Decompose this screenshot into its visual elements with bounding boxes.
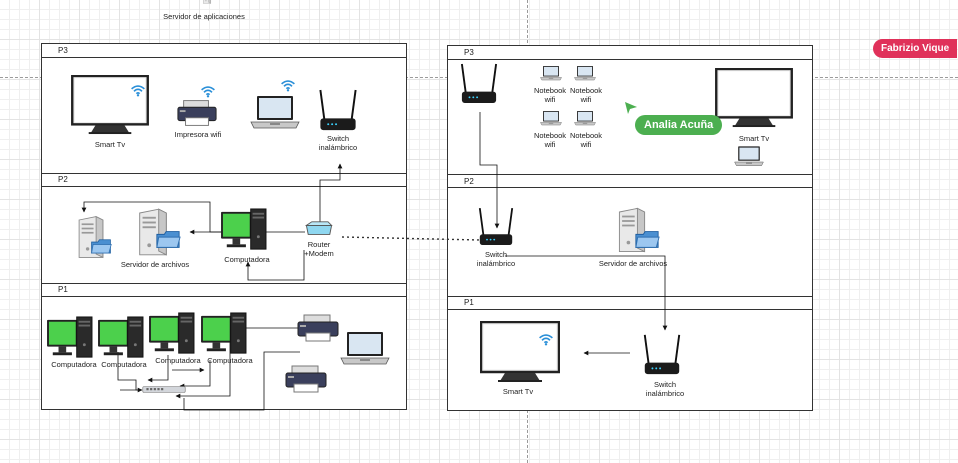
router-label: Router +Modem <box>304 240 334 258</box>
network-switch-icon[interactable] <box>142 385 186 394</box>
laptop-icon[interactable] <box>574 110 596 126</box>
printer-icon[interactable] <box>176 98 218 128</box>
notebook-label-4: Notebook wifi <box>569 131 603 149</box>
floor-label-p2: P2 <box>58 175 68 184</box>
tv-icon[interactable] <box>714 68 794 128</box>
wifi-icon <box>200 85 216 98</box>
smart-tv-label: Smart Tv <box>94 140 126 149</box>
switch-label: Switch inalámbrico <box>318 134 358 152</box>
floor-label-p1: P1 <box>464 298 474 307</box>
wifi-icon <box>280 79 296 92</box>
floor-label-p3: P3 <box>58 46 68 55</box>
smart-tv-label: Smart Tv <box>738 134 770 143</box>
notebook-label-1: Notebook wifi <box>533 86 567 104</box>
notebook-label-3: Notebook wifi <box>533 131 567 149</box>
router-icon[interactable] <box>304 220 334 238</box>
desktop-computer-icon[interactable] <box>220 208 268 252</box>
wireless-switch-icon[interactable] <box>318 88 358 133</box>
server-icon <box>196 0 218 4</box>
notebook-label-2: Notebook wifi <box>569 86 603 104</box>
laptop-icon[interactable] <box>540 110 562 126</box>
floor-label-p3: P3 <box>464 48 474 57</box>
collaborator-tag-fabrizio: Fabrizio Vique <box>873 39 958 58</box>
app-server-label: Servidor de aplicaciones <box>163 12 245 21</box>
cursor-icon <box>625 102 637 114</box>
printer-icon[interactable] <box>284 362 328 396</box>
printer-icon[interactable] <box>296 310 340 346</box>
collaborator-tag-analia: Analia Acuña <box>635 115 723 135</box>
wireless-switch-icon[interactable] <box>478 205 514 249</box>
floor-label-p2: P2 <box>464 177 474 186</box>
printer-label: Impresora wifi <box>174 130 222 139</box>
file-server-label: Servidor de archivos <box>120 260 190 269</box>
desktop-computer-icon[interactable] <box>148 312 196 356</box>
computer-label-2: Computadora <box>101 360 147 369</box>
computer-label-3: Computadora <box>155 356 201 365</box>
folder-icon <box>155 228 181 250</box>
computer-label: Computadora <box>224 255 270 264</box>
desktop-computer-icon[interactable] <box>46 316 94 360</box>
laptop-icon[interactable] <box>574 65 596 81</box>
tv-icon[interactable] <box>480 321 560 383</box>
wireless-switch-icon[interactable] <box>642 333 682 377</box>
laptop-icon[interactable] <box>340 330 390 366</box>
desktop-computer-icon[interactable] <box>200 312 248 356</box>
floor-label-p1: P1 <box>58 285 68 294</box>
laptop-icon[interactable] <box>540 65 562 81</box>
folder-icon <box>634 228 660 250</box>
wireless-switch-icon[interactable] <box>460 62 498 106</box>
folder-icon <box>90 236 112 256</box>
computer-label-1: Computadora <box>51 360 97 369</box>
smart-tv-label: Smart Tv <box>502 387 534 396</box>
computer-label-4: Computadora <box>207 356 253 365</box>
wifi-icon <box>538 333 554 346</box>
desktop-computer-icon[interactable] <box>97 316 145 360</box>
laptop-icon[interactable] <box>250 95 300 129</box>
wifi-icon <box>130 84 146 97</box>
switch-label: Switch inalámbrico <box>476 250 516 268</box>
laptop-icon[interactable] <box>734 145 764 167</box>
file-server-label: Servidor de archivos <box>598 259 668 268</box>
switch-label: Switch inalámbrico <box>645 380 685 398</box>
